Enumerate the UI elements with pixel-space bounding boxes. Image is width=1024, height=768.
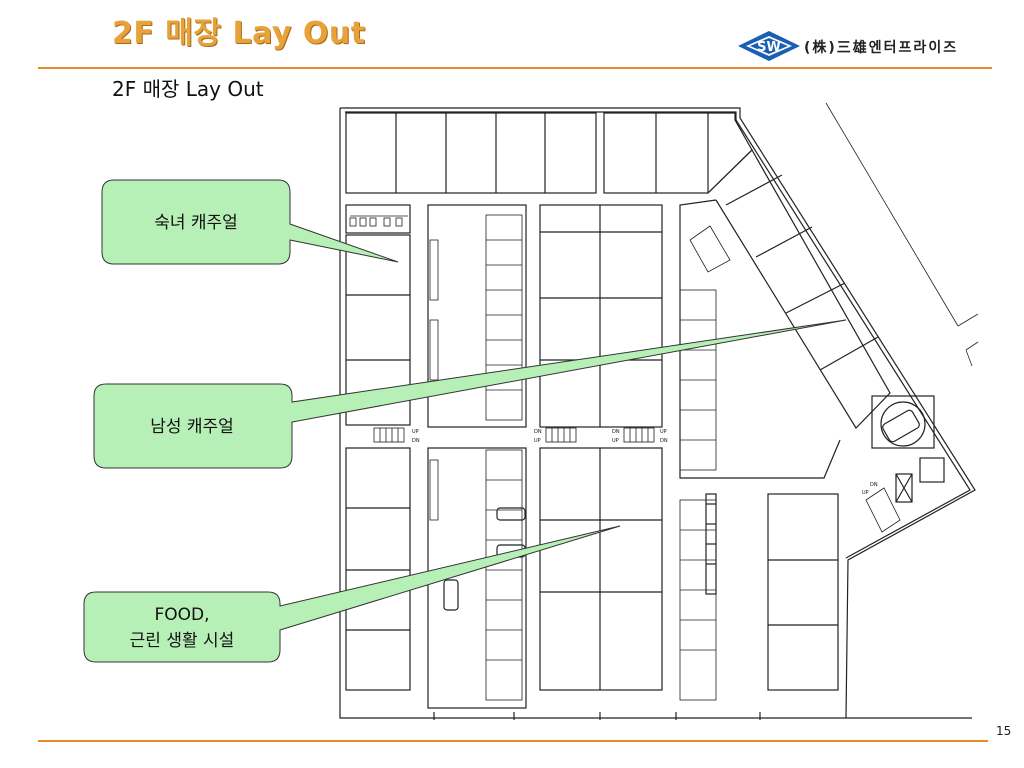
subtitle: 2F 매장 Lay Out: [112, 77, 264, 101]
stair-up-label: UP: [612, 438, 619, 444]
building-outline: [339, 108, 972, 719]
top-shop-row: [345, 112, 753, 194]
sw-logo-mark-icon: SW: [738, 31, 800, 61]
car-icon: [496, 507, 526, 521]
inner-outline: [345, 111, 971, 559]
left-shop-column: [345, 204, 411, 691]
callout-womens-casual: [101, 179, 399, 265]
stair-dn-label: DN: [612, 429, 620, 435]
stair-up-label: UP: [660, 429, 667, 435]
diagonal-shop-strip: [679, 149, 891, 479]
stair-up-label: UP: [862, 490, 869, 496]
right-shop-block: [767, 493, 839, 691]
stairs: [373, 427, 901, 533]
company-name: (株)三雄엔터프라이즈: [804, 40, 959, 56]
callout-food-label-line1: FOOD,: [154, 605, 209, 625]
logo-mark-text: SW: [757, 40, 781, 55]
parking-stalls: [429, 214, 717, 701]
restroom-fixtures: [349, 215, 408, 227]
company-logo: SW (株)三雄엔터프라이즈: [736, 28, 996, 64]
building-outline-right: [340, 107, 976, 719]
callout-food-label-line2: 근린 생활 시설: [130, 631, 235, 651]
footer-rule: [38, 740, 988, 742]
callout-food-facilities: [83, 525, 621, 663]
stair-up-label: UP: [412, 429, 419, 435]
stair-dn-label: DN: [534, 429, 542, 435]
page-number: 15: [996, 724, 1012, 738]
callout-womens-casual-label: 숙녀 캐주얼: [154, 213, 238, 233]
car-icon: [443, 579, 459, 611]
car-turntable: [871, 395, 935, 449]
stair-dn-label: DN: [870, 482, 878, 488]
slide-title: 2F 매장 Lay Out: [112, 16, 366, 51]
car-icon: [882, 409, 920, 443]
callout-mens-casual: [93, 319, 847, 469]
callout-mens-casual-label: 남성 캐주얼: [150, 417, 234, 437]
stair-dn-label: DN: [412, 438, 420, 444]
stair-up-label: UP: [534, 438, 541, 444]
stair-dn-label: DN: [660, 438, 668, 444]
header-rule: [38, 67, 992, 69]
